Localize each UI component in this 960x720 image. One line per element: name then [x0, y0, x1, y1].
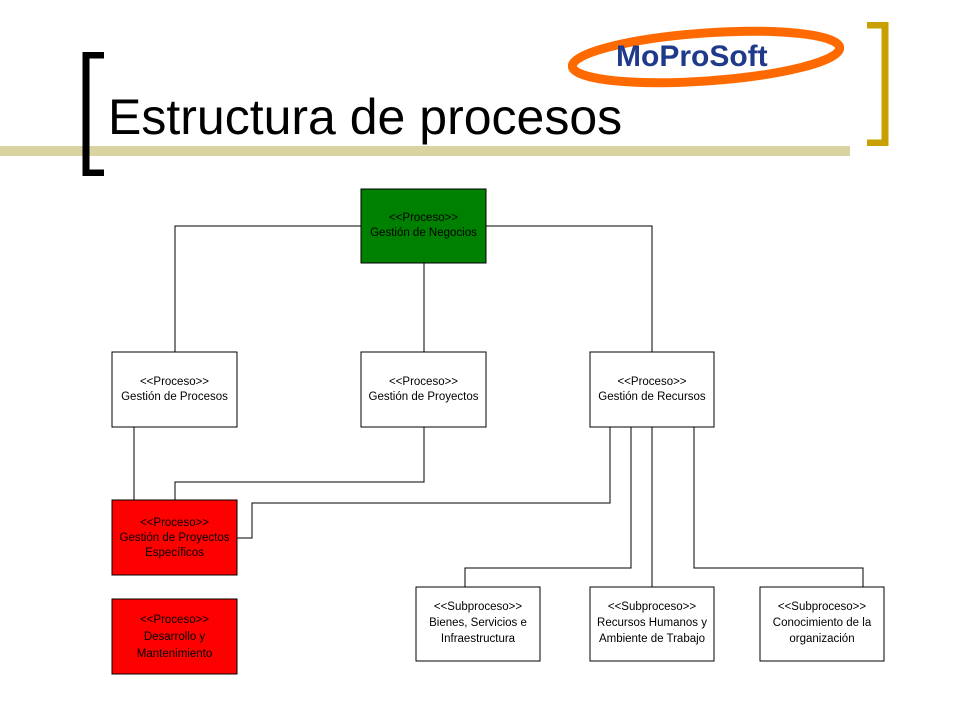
connector-recursos-especificos [237, 427, 611, 539]
svg-text:Infraestructura: Infraestructura [441, 633, 516, 645]
svg-text:Gestión de Recursos: Gestión de Recursos [598, 391, 706, 403]
svg-text:Gestión de Negocios: Gestión de Negocios [370, 227, 477, 239]
slide-title: Estructura de procesos [108, 89, 623, 145]
connector-recursos-bienes [464, 427, 632, 587]
svg-text:<<Subproceso>>: <<Subproceso>> [778, 601, 867, 613]
svg-text:Recursos Humanos y: Recursos Humanos y [597, 617, 707, 629]
svg-text:<<Proceso>>: <<Proceso>> [140, 614, 209, 626]
svg-text:organización: organización [789, 633, 854, 645]
connector-negocios-recursos [486, 225, 653, 352]
svg-text:<<Proceso>>: <<Proceso>> [617, 376, 686, 388]
svg-text:Gestión de Procesos: Gestión de Procesos [121, 391, 228, 403]
svg-text:<<Proceso>>: <<Proceso>> [389, 212, 458, 224]
svg-text:<<Proceso>>: <<Proceso>> [140, 517, 209, 529]
svg-text:Ambiente de Trabajo: Ambiente de Trabajo [599, 633, 705, 645]
title-accent-bar [0, 146, 850, 156]
svg-text:Mantenimiento: Mantenimiento [137, 648, 212, 660]
svg-text:Conocimiento de la: Conocimiento de la [773, 617, 872, 629]
svg-text:Gestión de Proyectos: Gestión de Proyectos [120, 532, 230, 544]
node-gestion-recursos: <<Proceso>> Gestión de Recursos [589, 351, 715, 428]
svg-text:<<Subproceso>>: <<Subproceso>> [608, 601, 697, 613]
svg-text:<<Proceso>>: <<Proceso>> [140, 376, 209, 388]
node-bienes-servicios: <<Subproceso>> Bienes, Servicios e Infra… [415, 586, 541, 662]
svg-text:<<Subproceso>>: <<Subproceso>> [434, 601, 523, 613]
node-gestion-proyectos: <<Proceso>> Gestión de Proyectos [360, 351, 487, 428]
right-bracket-decoration [867, 22, 889, 146]
svg-text:Específicos: Específicos [145, 547, 204, 559]
moprosoft-logo: MoProSoft [568, 26, 844, 88]
node-recursos-humanos: <<Subproceso>> Recursos Humanos y Ambien… [589, 586, 715, 662]
connector-recursos-conocimiento [693, 427, 864, 587]
connector-negocios-procesos [174, 225, 361, 352]
svg-text:Bienes, Servicios e: Bienes, Servicios e [429, 617, 527, 629]
svg-text:Gestión de Proyectos: Gestión de Proyectos [369, 391, 479, 403]
node-gestion-procesos: <<Proceso>> Gestión de Procesos [111, 351, 238, 428]
node-gestion-proyectos-especificos: <<Proceso>> Gestión de Proyectos Específ… [111, 499, 238, 576]
svg-text:Desarrollo y: Desarrollo y [144, 631, 206, 643]
diagram-connectors [133, 225, 864, 587]
svg-text:<<Proceso>>: <<Proceso>> [389, 376, 458, 388]
logo-text: MoProSoft [616, 40, 768, 73]
connector-proyectos-especificos [174, 427, 425, 500]
left-bracket-decoration [82, 52, 104, 176]
node-conocimiento-organizacion: <<Subproceso>> Conocimiento de la organi… [759, 586, 885, 662]
node-desarrollo-mantenimiento: <<Proceso>> Desarrollo y Mantenimiento [111, 598, 238, 675]
node-gestion-negocios: <<Proceso>> Gestión de Negocios [360, 188, 487, 264]
